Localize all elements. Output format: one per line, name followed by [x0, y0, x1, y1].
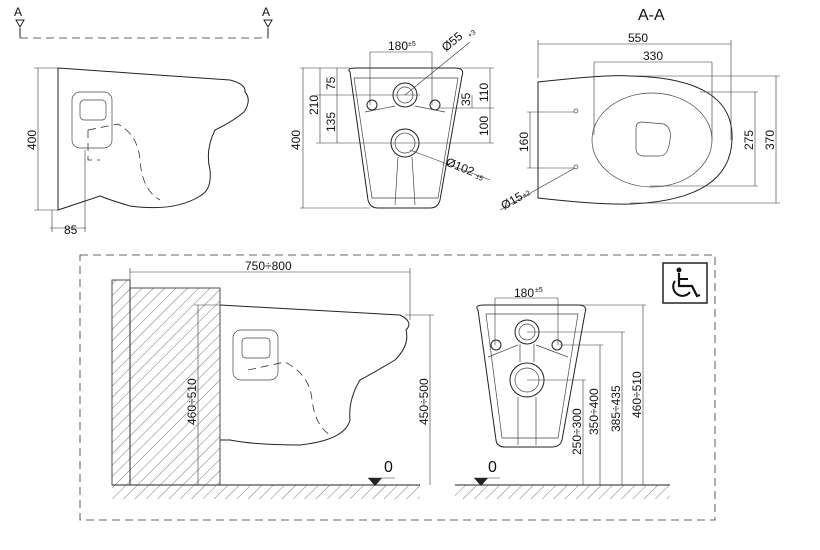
dim-180-install: 180 [514, 286, 534, 300]
dim-250-300: 250÷300 [570, 408, 584, 455]
dim-100: 100 [477, 116, 491, 136]
section-title: A-A [638, 7, 665, 24]
dim-460-510-side: 460÷510 [185, 378, 199, 425]
dim-550: 550 [628, 31, 648, 45]
dia-55: Ø55 [439, 29, 466, 55]
dim-370: 370 [763, 130, 777, 150]
dia-55-tol: +3 [467, 29, 478, 40]
dia-15-tol: ±2 [522, 190, 532, 200]
side-height-label: 400 [25, 130, 39, 150]
dim-210: 210 [307, 95, 321, 115]
dim-180-tol: ±5 [408, 41, 416, 48]
wheelchair-icon [662, 262, 708, 304]
section-mark-left: A [14, 5, 22, 19]
dim-75: 75 [324, 76, 338, 90]
dia-102-tol: ±5 [474, 173, 484, 182]
dim-135: 135 [324, 112, 338, 132]
dia-102: Ø102 [444, 155, 477, 179]
plan-view: A-A 550 330 370 275 160 Ø15 ±2 [499, 7, 780, 213]
section-line: A A [14, 5, 273, 39]
dim-330: 330 [643, 49, 663, 63]
installation-frame [79, 254, 716, 521]
offset-label: 85 [64, 223, 78, 237]
dim-275: 275 [742, 130, 756, 150]
dia-15: Ø15 [499, 189, 526, 213]
side-view: 400 85 [25, 67, 249, 237]
dim-160: 160 [517, 132, 531, 152]
dim-460-510-front: 460÷510 [630, 371, 644, 418]
dim-750-800: 750÷800 [245, 259, 292, 273]
front-view: 400 210 75 135 180 ±5 110 35 100 Ø55 +3 … [289, 29, 494, 209]
dim-350-400: 350÷400 [587, 388, 601, 435]
installation-front-view: 180 ±5 250÷300 350÷400 385÷435 460÷510 0 [455, 286, 670, 499]
front-height-label: 400 [289, 130, 303, 150]
section-mark-right: A [262, 5, 270, 19]
dim-385-435: 385÷435 [609, 385, 623, 432]
installation-side-view: 750÷800 460÷510 450÷500 0 [111, 259, 434, 499]
dim-180: 180 [388, 39, 408, 53]
floor-level-front: 0 [488, 459, 497, 476]
floor-level-side: 0 [384, 459, 393, 476]
dim-110: 110 [477, 83, 491, 102]
dim-450-500: 450÷500 [417, 378, 431, 425]
dim-35: 35 [459, 92, 473, 106]
dim-180-install-tol: ±5 [535, 287, 543, 294]
